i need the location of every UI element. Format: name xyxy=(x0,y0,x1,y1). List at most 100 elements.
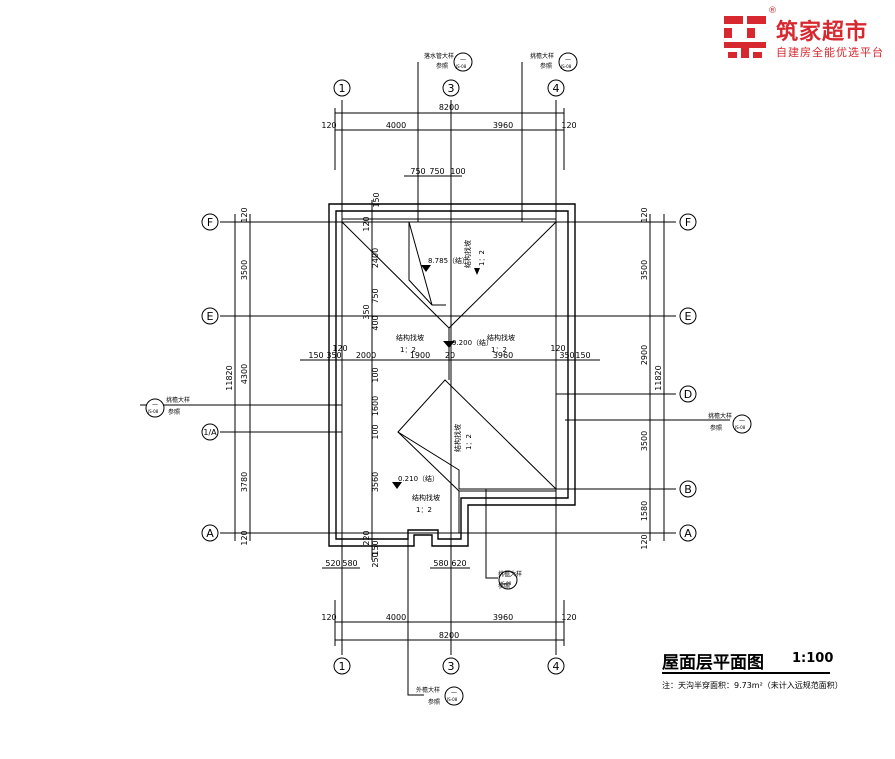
axis-label-3-bottom: 3 xyxy=(448,660,455,673)
axis-bubble-3-top xyxy=(442,79,460,97)
watermark-registered-mark: ® xyxy=(768,6,777,16)
dim-inner-left: 220 xyxy=(362,530,371,545)
callout-ref: — xyxy=(451,689,457,696)
dim-bottom-seg: 120 xyxy=(321,613,336,622)
axis-bubble-4-bottom xyxy=(547,657,565,675)
axis-label-E-right: E xyxy=(685,310,692,323)
drawing-title: 屋面层平面图 xyxy=(662,653,764,673)
axis-bubble-E-left xyxy=(201,307,219,325)
axis-bubble-4-top xyxy=(547,79,565,97)
dim-inner-left: 750 xyxy=(371,288,380,303)
title-underline xyxy=(662,672,830,674)
dim-mid: 350 xyxy=(326,351,341,360)
slope-label: 结构找坡 xyxy=(453,424,462,452)
dim-inner-left: 2400 xyxy=(371,248,380,268)
drawing-scale: 1:100 xyxy=(792,651,834,666)
callout-sheet: JS-08 xyxy=(734,425,746,430)
dim-inner-left: 400 xyxy=(371,315,380,330)
callout-bubble xyxy=(453,52,473,72)
callout-bubble xyxy=(558,52,578,72)
axis-label-D-right: D xyxy=(684,388,692,401)
callout-ref: — xyxy=(152,401,158,408)
dim-top-sub: 100 xyxy=(450,167,465,176)
callout-label: 挑檐大样 xyxy=(498,570,522,578)
callout-sub: 参照 xyxy=(710,424,722,432)
callout-bubble xyxy=(444,686,464,706)
callout-sheet: JS-08 xyxy=(500,581,512,586)
axis-bubble-A-right xyxy=(679,524,697,542)
dim-inner-left: 100 xyxy=(371,367,380,382)
dim-left-seg: 3500 xyxy=(240,260,249,280)
dim-bottom-sub-left: 520 xyxy=(325,559,340,568)
dim-inner-left: 1600 xyxy=(371,396,380,416)
dim-inner-left: 350 xyxy=(362,304,371,319)
dim-inner-left: 120 xyxy=(362,216,371,231)
slope-ratio: 1：2 xyxy=(400,346,416,354)
dim-right-seg: 120 xyxy=(640,534,649,549)
callout-leader xyxy=(407,535,424,696)
dim-left-seg: 4300 xyxy=(240,364,249,384)
watermark-logo: 筑家超市 ® 自建房全能优选平台 xyxy=(722,6,892,64)
dim-bottom-sub-right: 580 xyxy=(433,559,448,568)
callout-sub: 参照 xyxy=(498,582,510,590)
dim-mid: 3960 xyxy=(493,351,513,360)
axis-label-3-top: 3 xyxy=(448,82,455,95)
slope-ratio: 1：2 xyxy=(416,506,432,514)
callout-label: 挑檐大样 xyxy=(530,52,554,60)
callout-ref: — xyxy=(565,56,571,63)
dim-mid: 120 xyxy=(332,344,347,353)
callout-label: 落水管大样 xyxy=(424,52,454,60)
gutter-channel xyxy=(408,222,446,306)
callout-bubble xyxy=(498,570,518,590)
callout-ref: — xyxy=(739,417,745,424)
slope-ratio: 1：2 xyxy=(478,250,486,266)
axis-label-E-left: E xyxy=(207,310,214,323)
elevation-marker-icon xyxy=(392,482,402,489)
watermark-brand-name: 筑家超市 xyxy=(776,20,869,45)
callout-ref: — xyxy=(460,56,466,63)
slope-label: 结构找坡 xyxy=(412,493,440,502)
dim-mid: 2000 xyxy=(356,351,376,360)
slope-label: 结构找坡 xyxy=(463,240,472,268)
dim-inner-left: 150 xyxy=(371,540,380,555)
callout-sub: 参照 xyxy=(540,62,552,70)
watermark-slogan: 自建房全能优选平台 xyxy=(776,46,884,59)
callout-sub: 参照 xyxy=(428,698,440,706)
callout-sheet: JS-08 xyxy=(455,64,467,69)
dim-bottom-sub-left: 580 xyxy=(342,559,357,568)
dim-right-seg: 3500 xyxy=(640,260,649,280)
dim-top-sub: 750 xyxy=(429,167,444,176)
dim-inner-left: 150 xyxy=(372,192,381,207)
callout-label: 挑檐大样 xyxy=(708,412,732,420)
dim-top-overall: 8200 xyxy=(439,103,459,112)
callout-sheet: JS-08 xyxy=(446,697,458,702)
axis-label-F-right: F xyxy=(685,216,691,229)
dim-right-seg: 1580 xyxy=(640,501,649,521)
ridge-upper xyxy=(341,221,557,329)
axis-bubble-F-right xyxy=(679,213,697,231)
axis-label-4-bottom: 4 xyxy=(553,660,560,673)
dim-mid: 20 xyxy=(445,351,455,360)
axis-label-1A-left: 1/A xyxy=(203,428,217,437)
dim-mid: 1900 xyxy=(410,351,430,360)
callout-label: 挑檐大样 xyxy=(166,396,190,404)
callout-sub: 参照 xyxy=(168,408,180,416)
axis-label-1-top: 1 xyxy=(339,82,346,95)
elevation-marker-icon xyxy=(421,265,431,272)
axis-label-A-left: A xyxy=(206,527,214,540)
ridge-upper-valley xyxy=(408,221,433,306)
slope-arrow-icon xyxy=(474,268,480,275)
dim-left-seg: 120 xyxy=(240,530,249,545)
dim-left-seg: 120 xyxy=(240,207,249,222)
ridge-lower xyxy=(397,379,558,490)
axis-bubble-B-right xyxy=(679,480,697,498)
dim-bottom-sub-right: 620 xyxy=(451,559,466,568)
dim-mid: 120 xyxy=(550,344,565,353)
dim-right-seg: 2900 xyxy=(640,345,649,365)
callout-sub: 参照 xyxy=(436,62,448,70)
axis-bubble-A-left xyxy=(201,524,219,542)
axis-label-B-right: B xyxy=(684,483,692,496)
axis-label-1-bottom: 1 xyxy=(339,660,346,673)
dim-inner-left: 100 xyxy=(371,424,380,439)
dim-right-seg: 3500 xyxy=(640,431,649,451)
